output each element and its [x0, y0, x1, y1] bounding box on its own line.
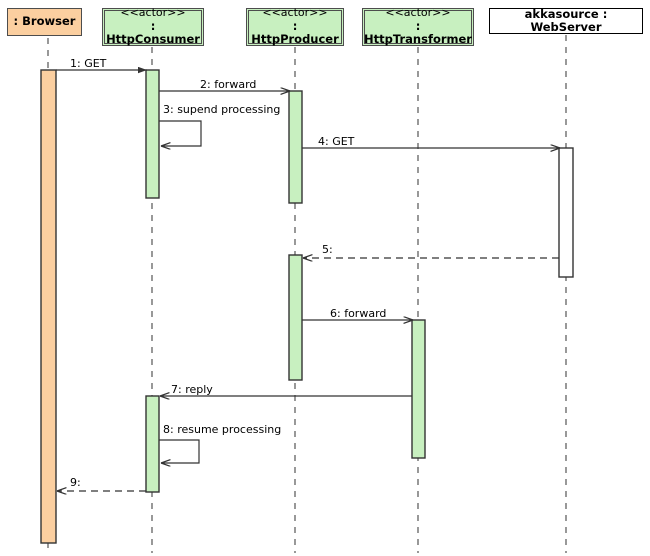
activation-httpproducer-1: [288, 90, 303, 204]
message-label-7: 7: reply: [171, 383, 213, 396]
message-label-8: 8: resume processing: [163, 423, 282, 436]
lifeline-name-httpproducer: : HttpProducer: [251, 19, 339, 47]
lifeline-name-httptransformer: : HttpTransformer: [364, 19, 472, 47]
activation-webserver-1: [558, 147, 574, 278]
message-label-4: 4: GET: [318, 135, 355, 148]
message-8-arrow: [159, 439, 200, 463]
lifeline-axes: [47, 35, 567, 553]
activation-browser-1: [40, 69, 57, 544]
lifeline-name-webserver: akkasource : WebServer: [524, 6, 608, 34]
lifeline-name-browser: : Browser: [13, 14, 76, 29]
lifeline-header-browser[interactable]: : Browser: [7, 8, 82, 36]
message-label-6: 6: forward: [330, 307, 387, 320]
message-label-3: 3: supend processing: [163, 103, 281, 116]
message-label-9: 9:: [70, 476, 81, 489]
lifeline-header-webserver[interactable]: akkasource : WebServer: [489, 6, 643, 34]
lifeline-stereotype-httptransformer: <<actor>>: [385, 6, 451, 20]
message-arrows: [56, 66, 560, 491]
activation-httpproducer-2: [288, 254, 303, 381]
activation-httpconsumer-2: [145, 395, 160, 493]
activation-bars: [40, 69, 574, 544]
message-label-5: 5:: [322, 243, 333, 256]
lifeline-stereotype-httpconsumer: <<actor>>: [120, 6, 186, 20]
message-label-2: 2: forward: [200, 78, 257, 91]
lifeline-header-httpproducer[interactable]: <<actor>> : HttpProducer: [246, 6, 344, 47]
lifeline-stereotype-httpproducer: <<actor>>: [262, 6, 328, 20]
lifeline-name-httpconsumer: : HttpConsumer: [106, 19, 200, 47]
lifeline-header-httpconsumer[interactable]: <<actor>> : HttpConsumer: [102, 6, 204, 47]
lifeline-header-httptransformer-inner: <<actor>> : HttpTransformer: [364, 6, 472, 47]
activation-httpconsumer-1: [145, 69, 160, 199]
lifeline-header-httptransformer[interactable]: <<actor>> : HttpTransformer: [362, 6, 474, 47]
activation-httptransformer-1: [411, 319, 426, 459]
message-label-1: 1: GET: [70, 57, 107, 70]
message-3-arrow: [159, 120, 202, 146]
lifeline-header-httpconsumer-inner: <<actor>> : HttpConsumer: [104, 6, 202, 47]
lifeline-header-httpproducer-inner: <<actor>> : HttpProducer: [248, 6, 342, 47]
